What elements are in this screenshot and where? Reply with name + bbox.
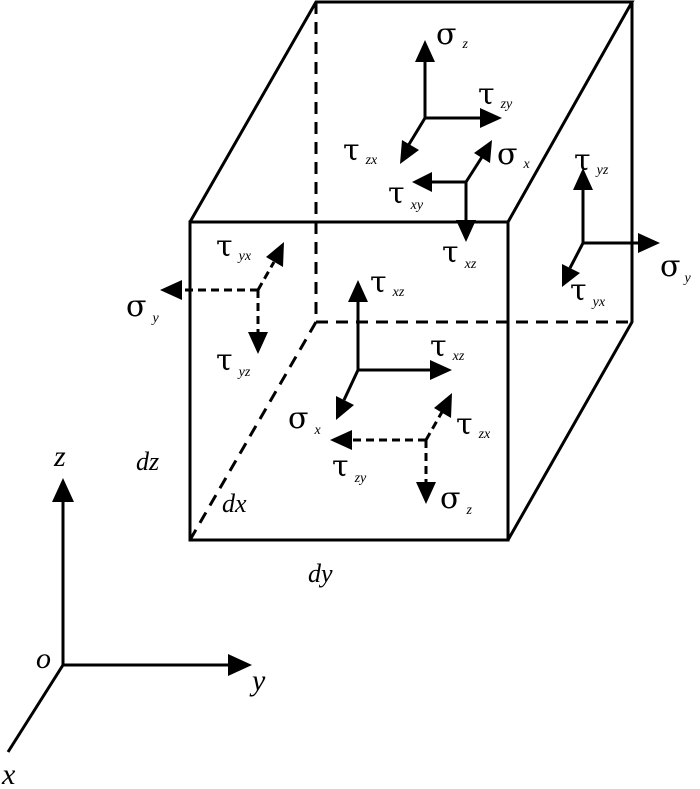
sigma-y-right-arrowhead [638,233,660,253]
tau-xz-back-arrowhead [456,220,476,242]
y-axis-label: y [249,664,266,697]
sigma-x-back-arrowhead [474,140,492,163]
x-axis-label: x [1,758,16,789]
x-axis-line [6,664,65,753]
sigma-x-back-arrow [464,156,484,183]
sigma-x-front-arrow [342,369,360,401]
dz-label: dz [136,447,159,476]
origin-label: o [36,642,51,675]
bottom-face-stresses [330,393,452,504]
tau-zy-bottom-arrowhead [330,430,352,450]
dx-label: dx [222,489,247,518]
tau-xz-front-arrowhead [348,280,368,302]
tau-xz-front-horizontal-arrowhead [430,360,452,380]
tau-zx-bottom-arrowhead [434,393,452,418]
cube [188,0,635,542]
tau-yx-left-arrow [256,261,276,291]
cube-top-face [188,0,635,223]
dy-label: dy [308,559,333,588]
front-face-stresses [336,280,452,420]
tau-xy-back-arrowhead [412,172,432,192]
tau-yz-right-arrowhead [573,168,593,190]
tau-yx-right-arrow [568,242,585,269]
tau-yx-right-arrowhead [562,264,580,287]
tau-zy-top-arrowhead [480,108,502,128]
right-face-stresses [562,168,660,287]
sigma-x-front-arrowhead [336,396,354,420]
z-axis-arrowhead [52,478,74,502]
z-axis-label: z [53,440,66,473]
tau-yx-left-arrowhead [266,242,284,267]
tau-yz-left-arrowhead [248,332,268,354]
sigma-y-left-arrowhead [160,280,182,300]
tau-zx-bottom-arrow [424,411,444,441]
tau-zx-top-arrow [406,117,427,147]
cube-hidden-edge-depth [188,321,318,541]
top-face-stresses [400,40,502,242]
coordinate-axes [6,478,252,753]
sigma-z-bottom-arrowhead [416,482,436,504]
tau-zx-top-arrowhead [400,140,419,164]
sigma-z-top-arrowhead [415,40,435,62]
cube-right-face [506,2,634,541]
y-axis-arrowhead [228,654,252,676]
left-face-stresses [160,242,284,354]
